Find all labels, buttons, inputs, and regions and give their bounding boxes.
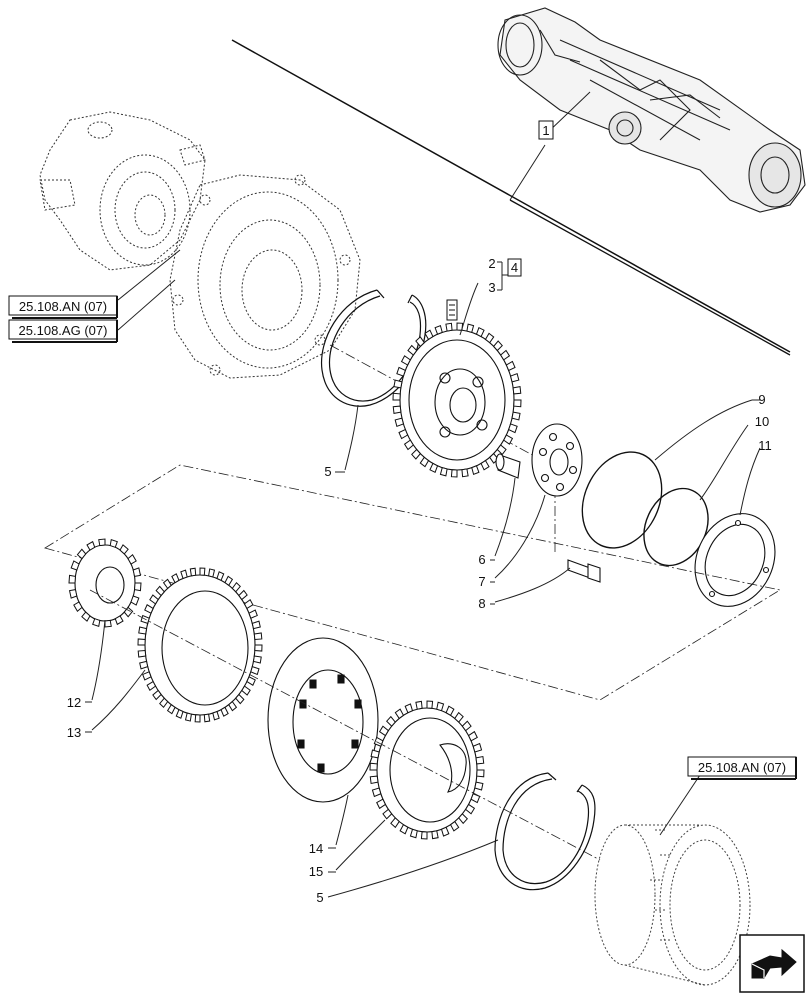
planet-carrier-housing-illustration [169,174,361,379]
reference-box-ag[interactable]: 25.108.AG (07) [8,319,118,343]
callout-12: 12 [67,695,81,710]
drive-gear [376,707,478,833]
thrust-washer [531,423,583,497]
ring-gear-large-teeth [137,567,263,723]
next-page-arrow-icon[interactable] [739,934,805,993]
snap-ring-lower [494,772,596,891]
planet-gear-upper [399,329,515,471]
steering-knuckle-illustration [39,111,206,271]
spring-pin [446,299,458,321]
group-callout-label: 4 [511,260,518,275]
callout-5-lower: 5 [316,890,323,905]
callout-8: 8 [478,596,485,611]
callout-9: 9 [758,392,765,407]
reference-box-an-top[interactable]: 25.108.AN (07) [8,295,118,319]
reference-label-an-top: 25.108.AN (07) [19,299,107,314]
callout-6: 6 [478,552,485,567]
callout-2: 2 [488,256,495,271]
shim-plate [694,513,776,607]
reference-label-ag: 25.108.AG (07) [19,323,108,338]
clutch-disc [267,637,379,803]
planetary-group-outline [44,464,782,701]
callout-5-upper: 5 [324,464,331,479]
axle-assembly-illustration [497,7,806,213]
callout-labels: 2 3 5 6 7 8 9 10 11 12 13 14 15 5 [67,256,772,905]
group-callout-box[interactable]: 4 [507,258,522,277]
callout-15: 15 [309,864,323,879]
assembly-callout-label: 1 [542,123,549,138]
assembly-callout-box[interactable]: 1 [538,120,554,140]
drive-gear-teeth [369,700,485,840]
callout-13: 13 [67,725,81,740]
reference-label-an-bottom: 25.108.AN (07) [698,760,786,775]
planet-pin [495,453,521,479]
snap-ring-upper [320,289,427,407]
callout-7: 7 [478,574,485,589]
bolt [567,559,601,583]
callout-leaders [85,261,761,898]
ring-gear-large [144,574,256,716]
callout-10: 10 [755,414,769,429]
sun-gear-small-teeth [68,538,142,628]
callout-11: 11 [758,438,772,453]
reference-box-an-bottom[interactable]: 25.108.AN (07) [687,756,797,780]
wheel-hub-ring-illustration [594,824,751,986]
callout-14: 14 [309,841,323,856]
planet-gear-upper-teeth [392,322,522,478]
callout-3: 3 [488,280,495,295]
